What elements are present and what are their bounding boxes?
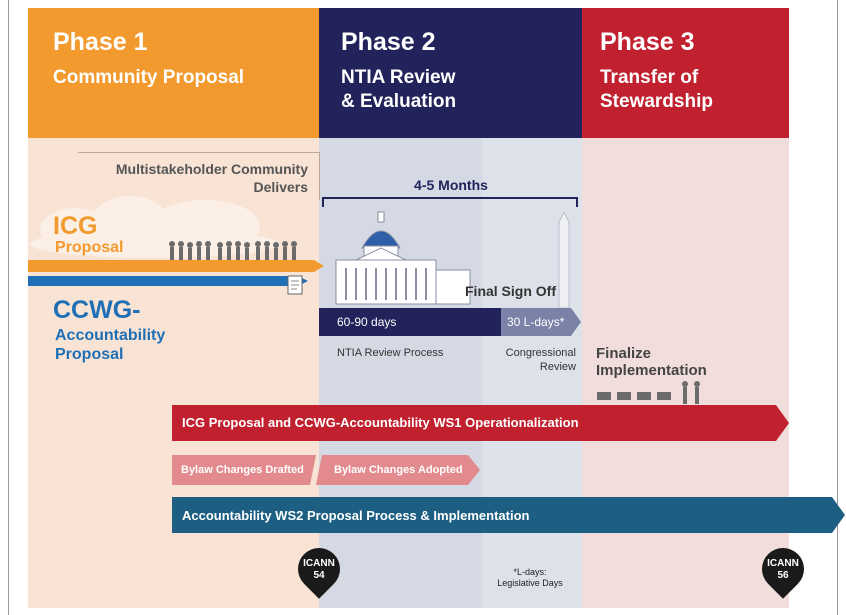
monument-icon (558, 212, 570, 308)
workers-icon (597, 381, 700, 404)
icg-arrow (28, 260, 324, 272)
document-icon (287, 275, 303, 295)
phase2-title: Phase 2 (341, 28, 436, 56)
ccwg-arrow (28, 276, 308, 286)
ntia-review-process-label: NTIA Review Process (337, 347, 444, 359)
phase1-subtitle: Community Proposal (53, 67, 245, 88)
phase2-subtitle: NTIA Review & Evaluation (341, 67, 457, 112)
people-crowd-icon (169, 241, 297, 262)
bylaw-drafted-segment (172, 455, 316, 485)
ccwg-subheading: Accountability Proposal (55, 327, 166, 363)
finalize-label: Finalize Implementation (596, 345, 707, 379)
ws2-bar (172, 497, 845, 533)
timeline-bar (319, 308, 581, 336)
icg-heading: ICG (53, 212, 98, 240)
phase1-header: Phase 1 Community Proposal (28, 8, 319, 138)
bylaw-adopted-label: Bylaw Changes Adopted (334, 464, 463, 476)
months-label: 4-5 Months (414, 177, 488, 193)
icann54-label: ICANN 54 (303, 558, 335, 581)
phase1-title: Phase 1 (53, 28, 148, 56)
ntia-segment (319, 308, 501, 336)
delivers-label: Multistakeholder Community Delivers (115, 161, 308, 195)
icg-subheading: Proposal (55, 239, 124, 256)
months-bracket (322, 197, 578, 207)
delivers-line (78, 152, 320, 153)
bylaw-bars (172, 455, 480, 485)
bylaw-drafted-label: Bylaw Changes Drafted (181, 464, 304, 476)
frame (8, 0, 838, 615)
bylaw-adopted-segment (316, 455, 480, 485)
ws1-bar-label: ICG Proposal and CCWG-Accountability WS1… (182, 415, 579, 430)
ccwg-heading: CCWG- (53, 296, 141, 324)
final-signoff-label: Final Sign Off (465, 283, 556, 299)
icann56-label: ICANN 56 (767, 558, 799, 581)
capitol-building-icon (335, 211, 471, 305)
ws1-bar (172, 405, 789, 441)
phase2-header: Phase 2 NTIA Review & Evaluation (319, 8, 582, 138)
phase3-subtitle: Transfer of Stewardship (600, 67, 713, 112)
congressional-review-label: Congressional Review (505, 347, 576, 373)
congressional-segment (501, 308, 581, 336)
ldays-footnote: *L-days: Legislative Days (497, 567, 563, 588)
phase3-title: Phase 3 (600, 28, 695, 56)
congress-days-label: 30 L-days* (507, 315, 565, 329)
phase3-header: Phase 3 Transfer of Stewardship (582, 8, 789, 138)
ws2-bar-label: Accountability WS2 Proposal Process & Im… (182, 508, 530, 523)
ntia-days-label: 60-90 days (337, 315, 397, 329)
proposal-arrows (28, 260, 324, 286)
delivers-vline (319, 152, 320, 200)
